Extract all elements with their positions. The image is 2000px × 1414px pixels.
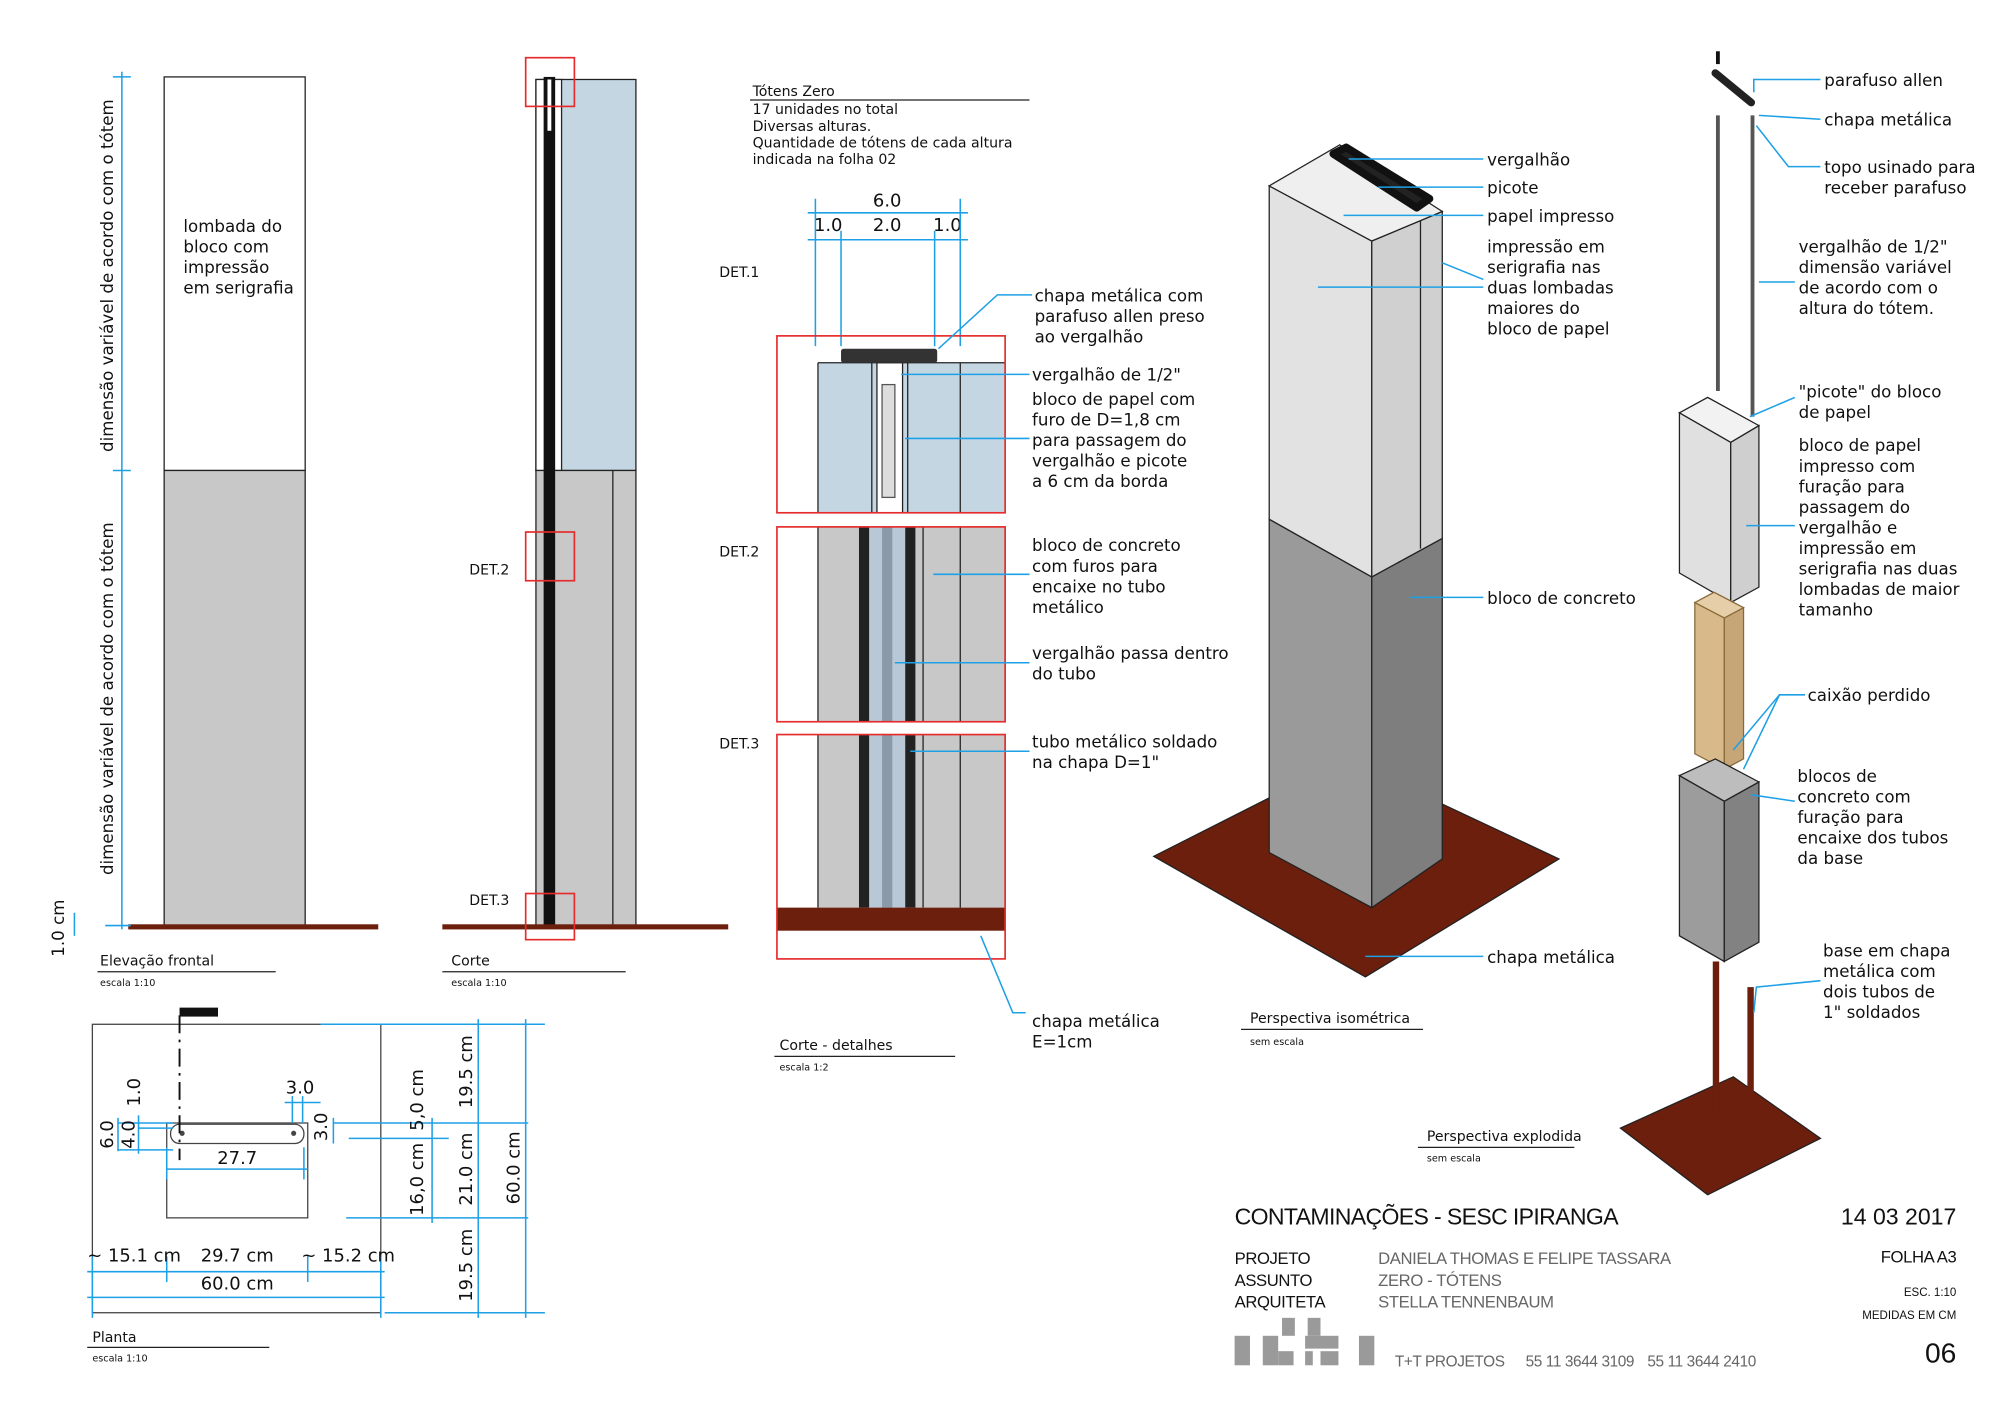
svg-text:MEDIDAS EM CM: MEDIDAS EM CM (1862, 1310, 1956, 1322)
svg-text:STELLA TENNENBAUM: STELLA TENNENBAUM (1378, 1293, 1554, 1312)
svg-text:55 11 3644 3109: 55 11 3644 3109 (1526, 1354, 1635, 1371)
svg-text:~ 15.1 cm: ~ 15.1 cm (87, 1245, 181, 1266)
svg-text:escala 1:2: escala 1:2 (780, 1062, 829, 1073)
svg-text:chapa metálica: chapa metálica (1824, 111, 1952, 130)
svg-text:16,0 cm: 16,0 cm (407, 1143, 428, 1216)
svg-text:ASSUNTO: ASSUNTO (1235, 1271, 1313, 1290)
svg-text:PROJETO: PROJETO (1235, 1249, 1311, 1268)
svg-text:1.0: 1.0 (124, 1078, 145, 1107)
svg-text:19.5 cm: 19.5 cm (456, 1229, 477, 1302)
section-view: DET.2 DET.3 Corte escala 1:10 (442, 56, 729, 989)
svg-text:21.0 cm: 21.0 cm (456, 1133, 477, 1206)
svg-text:Planta: Planta (92, 1330, 136, 1346)
svg-text:sem escala: sem escala (1427, 1153, 1481, 1164)
svg-text:1.0: 1.0 (814, 215, 843, 236)
elevation-scale: escala 1:10 (100, 978, 155, 989)
svg-text:60.0 cm: 60.0 cm (201, 1274, 274, 1295)
svg-text:1.0: 1.0 (933, 215, 962, 236)
svg-text:vergalhão: vergalhão (1487, 150, 1570, 169)
svg-text:DET.3: DET.3 (719, 737, 759, 753)
svg-text:bloco de concreto: bloco de concreto (1487, 589, 1636, 608)
svg-text:19.5 cm: 19.5 cm (456, 1035, 477, 1108)
svg-text:Perspectiva isométrica: Perspectiva isométrica (1250, 1011, 1410, 1027)
section-title: Corte (451, 953, 489, 969)
plan-view: ~ 15.1 cm 29.7 cm ~ 15.2 cm 60.0 cm 27.7… (87, 1007, 545, 1364)
svg-text:4.0: 4.0 (119, 1120, 140, 1149)
date: 14 03 2017 (1841, 1203, 1956, 1229)
svg-text:ESC. 1:10: ESC. 1:10 (1904, 1287, 1957, 1299)
company-logo (1234, 1317, 1375, 1366)
svg-text:Perspectiva explodida: Perspectiva explodida (1427, 1129, 1582, 1145)
svg-text:papel impresso: papel impresso (1487, 207, 1614, 226)
svg-text:parafuso allen: parafuso allen (1824, 71, 1943, 90)
svg-text:55 11 3644 2410: 55 11 3644 2410 (1647, 1354, 1756, 1371)
section-det3: DET.3 (469, 893, 509, 909)
svg-text:escala 1:10: escala 1:10 (92, 1353, 147, 1364)
title-block: CONTAMINAÇÕES - SESC IPIRANGA 14 03 2017… (1234, 1202, 1957, 1371)
section-det2: DET.2 (469, 562, 509, 578)
svg-text:6.0: 6.0 (97, 1120, 118, 1149)
svg-text:T+T PROJETOS: T+T PROJETOS (1395, 1354, 1505, 1371)
svg-text:FOLHA A3: FOLHA A3 (1881, 1248, 1957, 1267)
sheet-number: 06 (1925, 1337, 1956, 1369)
dim-base: 1.0 cm (49, 900, 68, 957)
svg-text:ZERO - TÓTENS: ZERO - TÓTENS (1378, 1271, 1502, 1290)
section-details: 6.0 1.0 2.0 1.0 DET.1 DET.2 DET.3 (719, 190, 1228, 1073)
svg-text:caixão perdido: caixão perdido (1808, 686, 1931, 705)
project-title: CONTAMINAÇÕES - SESC IPIRANGA (1235, 1202, 1620, 1229)
svg-text:DANIELA THOMAS E FELIPE TASSAR: DANIELA THOMAS E FELIPE TASSARA (1378, 1249, 1672, 1268)
svg-text:picote: picote (1487, 179, 1538, 198)
svg-text:sem escala: sem escala (1250, 1037, 1304, 1048)
svg-text:60.0 cm: 60.0 cm (503, 1131, 524, 1204)
exploded-view: parafuso allen chapa metálica topo usina… (1417, 51, 1976, 1196)
svg-text:DET.1: DET.1 (719, 265, 759, 281)
dim-lower: dimensão variável de acordo com o tótem (98, 522, 117, 875)
svg-text:29.7 cm: 29.7 cm (201, 1245, 274, 1266)
svg-text:DET.2: DET.2 (719, 544, 759, 560)
callout-rebar: vergalhão de 1/2" (1032, 366, 1181, 385)
svg-text:~ 15.2 cm: ~ 15.2 cm (301, 1245, 395, 1266)
isometric-view: vergalhão picote papel impresso impressã… (1152, 143, 1636, 1048)
section-scale: escala 1:10 (451, 978, 506, 989)
details-title: Corte - detalhes (780, 1038, 893, 1054)
svg-text:2.0: 2.0 (873, 215, 902, 236)
svg-text:3.0: 3.0 (311, 1113, 332, 1142)
svg-text:27.7: 27.7 (217, 1148, 257, 1169)
svg-text:6.0: 6.0 (873, 190, 902, 211)
svg-text:5,0 cm: 5,0 cm (407, 1069, 428, 1131)
svg-text:3.0: 3.0 (286, 1078, 315, 1099)
svg-text:ARQUITETA: ARQUITETA (1235, 1293, 1327, 1312)
elevation-title: Elevação frontal (100, 953, 214, 969)
dim-upper: dimensão variável de acordo com o tótem (98, 99, 117, 452)
svg-text:chapa metálica: chapa metálica (1487, 948, 1615, 967)
notes-heading: Tótens Zero (752, 84, 835, 100)
